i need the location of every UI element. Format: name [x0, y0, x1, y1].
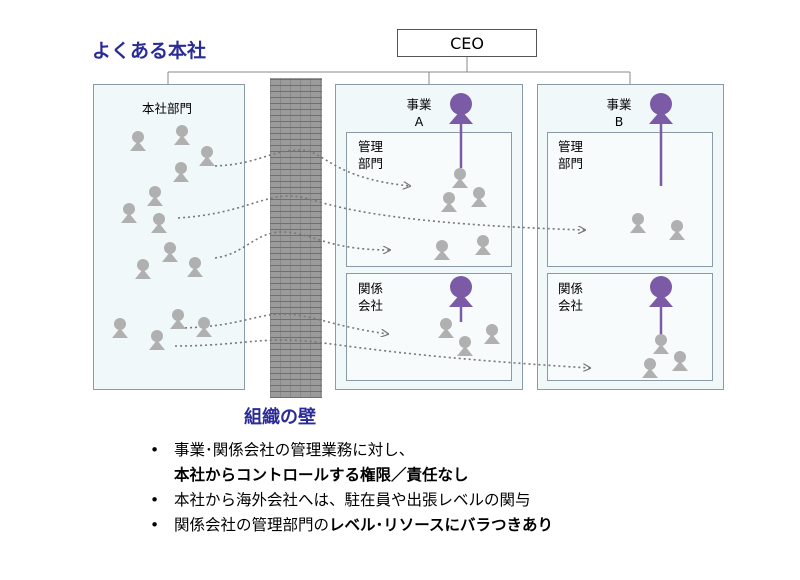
staff-icon	[162, 242, 178, 262]
bullet-icon: •	[150, 441, 160, 459]
staff-icon	[135, 259, 151, 279]
staff-icons	[112, 125, 688, 378]
hq-panel	[93, 84, 245, 390]
staff-icon	[475, 235, 491, 255]
affiliate-label-line1: 関係	[358, 281, 384, 296]
staff-icon	[434, 240, 450, 260]
bullet-bold-text: レベル･リソースにバラつきあり	[329, 516, 553, 534]
business-b-mgmt-panel	[547, 132, 713, 267]
staff-icon	[630, 213, 646, 233]
staff-icon	[112, 318, 128, 338]
staff-icon	[170, 309, 186, 329]
affiliate-label-line2: 会社	[558, 298, 584, 313]
affiliate-label-line1: 関係	[558, 281, 584, 296]
arrow-hq-to-a-mgmt-2	[214, 231, 390, 259]
mgmt-label-line1: 管理	[558, 139, 584, 154]
staff-icon	[471, 187, 487, 207]
business-b-label-line2: B	[614, 114, 624, 129]
business-a-mgmt-label: 管理 部門	[358, 138, 383, 172]
bullet-text: 本社から海外会社へは、駐在員や出張レベルの関与	[174, 491, 531, 509]
arrow-hq-to-a-mgmt-1	[214, 149, 410, 186]
dotted-arrows	[174, 149, 590, 368]
leader-icon	[449, 93, 473, 124]
business-a-label: 事業 A	[401, 96, 437, 130]
bullet-list: • 事業･関係会社の管理業務に対し、 本社からコントロールする権限／責任なし •…	[150, 438, 553, 538]
mgmt-label-line1: 管理	[358, 139, 384, 154]
staff-icon	[151, 213, 167, 233]
staff-icon	[669, 220, 685, 240]
business-a-affiliate-panel	[346, 273, 512, 381]
leader-icons	[449, 93, 673, 307]
business-b-label-line1: 事業	[606, 97, 632, 112]
business-a-label-line1: 事業	[406, 97, 432, 112]
staff-icon	[452, 168, 468, 188]
business-b-label: 事業 B	[601, 96, 637, 130]
leader-icon	[449, 276, 473, 307]
ceo-connectors	[167, 57, 631, 84]
mgmt-label-line2: 部門	[358, 156, 384, 171]
bullet-icon: •	[150, 516, 160, 534]
wall-label: 組織の壁	[244, 407, 316, 428]
leader-icon	[649, 276, 673, 307]
staff-icon	[173, 162, 189, 182]
bullet-text: 関係会社の管理部門の	[174, 516, 330, 534]
business-b-affiliate-label: 関係 会社	[558, 280, 583, 314]
staff-icon	[149, 330, 165, 350]
leader-icon	[649, 93, 673, 124]
staff-icon	[187, 257, 203, 277]
bullet-icon: •	[150, 491, 160, 509]
leader-lines	[459, 120, 663, 335]
organizational-wall	[270, 78, 322, 398]
affiliate-label-line2: 会社	[358, 298, 384, 313]
bullet-item: • 本社から海外会社へは、駐在員や出張レベルの関与	[150, 488, 553, 513]
hq-label: 本社部門	[142, 101, 193, 116]
staff-icon	[147, 186, 163, 206]
staff-icon	[441, 192, 457, 212]
staff-icon	[484, 324, 500, 344]
bullet-item: • 関係会社の管理部門のレベル･リソースにバラつきあり	[150, 513, 553, 538]
staff-icon	[121, 203, 137, 223]
staff-icon	[457, 336, 473, 356]
staff-icon	[642, 358, 658, 378]
staff-icon	[174, 125, 190, 145]
page-title: よくある本社	[92, 40, 207, 62]
business-a-affiliate-label: 関係 会社	[358, 280, 383, 314]
arrow-hq-to-b-mgmt	[177, 195, 585, 230]
business-b-affiliate-panel	[547, 273, 713, 381]
bullet-item: • 事業･関係会社の管理業務に対し、 本社からコントロールする権限／責任なし	[150, 438, 553, 488]
staff-icon	[653, 334, 669, 354]
staff-icon	[130, 131, 146, 151]
staff-icon	[196, 317, 212, 337]
arrow-hq-to-b-affiliate	[174, 339, 590, 368]
bullet-bold-text: 本社からコントロールする権限／責任なし	[174, 466, 469, 484]
bullet-text: 事業･関係会社の管理業務に対し、	[174, 441, 415, 459]
business-b-mgmt-label: 管理 部門	[558, 138, 583, 172]
staff-icon	[438, 318, 454, 338]
business-a-label-line2: A	[414, 114, 424, 129]
staff-icon	[199, 146, 215, 166]
ceo-box: CEO	[397, 29, 537, 57]
staff-icon	[672, 351, 688, 371]
mgmt-label-line2: 部門	[558, 156, 584, 171]
